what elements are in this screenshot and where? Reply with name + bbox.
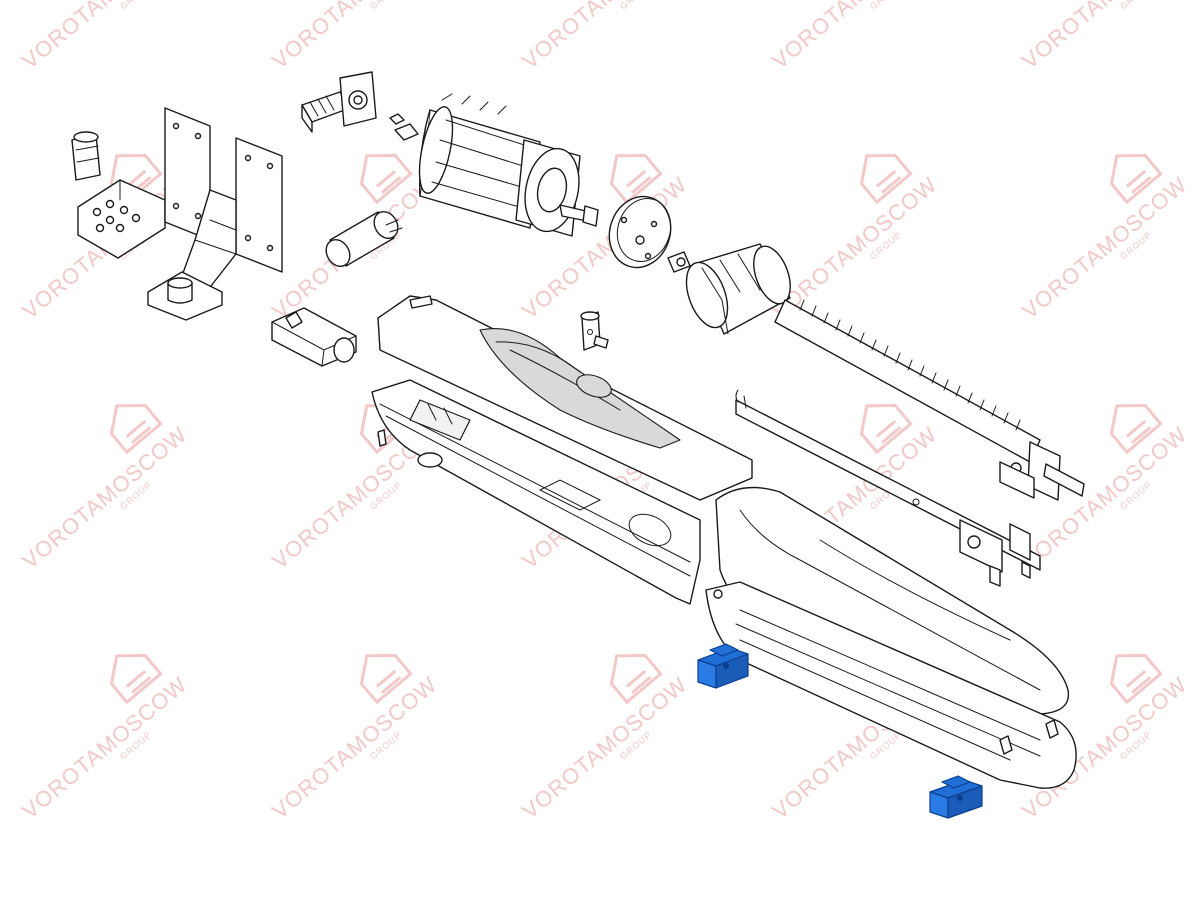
lower-housing[interactable] — [371, 379, 701, 605]
watermark-brand-text: VOROTAMOSCOW — [267, 0, 442, 74]
front-housing[interactable] — [705, 486, 1077, 789]
watermark-logo — [609, 653, 663, 705]
watermark-logo — [359, 153, 413, 205]
watermark-logo — [109, 403, 163, 455]
pin-clamp[interactable] — [271, 307, 357, 367]
watermark-sub-text: GROUP — [368, 0, 404, 12]
watermark-logo — [359, 653, 413, 705]
terminal-block[interactable] — [301, 71, 419, 141]
watermark-brand-text: VOROTAMOSCOW — [1017, 172, 1192, 324]
top-cover[interactable] — [377, 295, 753, 501]
rear-bracket[interactable] — [71, 107, 283, 321]
watermark-brand-text: VOROTAMOSCOW — [517, 672, 692, 824]
watermark-logo — [1109, 653, 1163, 705]
watermark-sub-text: GROUP — [868, 0, 904, 12]
watermark-brand-text: VOROTAMOSCOW — [1017, 0, 1192, 74]
watermark-sub-text: GROUP — [118, 0, 154, 12]
watermark-sub-text: GROUP — [1118, 0, 1154, 12]
watermark-brand-text: VOROTAMOSCOW — [1017, 422, 1192, 574]
watermark-brand-text: VOROTAMOSCOW — [17, 422, 192, 574]
gear-cover[interactable] — [600, 188, 691, 275]
limit-switch-stop-1[interactable] — [697, 643, 749, 689]
watermark-logo — [609, 153, 663, 205]
worm-screw-assembly[interactable] — [678, 241, 1085, 501]
watermark-logo — [859, 153, 913, 205]
watermark-brand-text: VOROTAMOSCOW — [767, 172, 942, 324]
limit-switch-stop-2[interactable] — [929, 775, 983, 819]
guide-rail[interactable] — [735, 389, 1041, 587]
watermark-brand-text: VOROTAMOSCOW — [267, 672, 442, 824]
watermark-brand-text: VOROTAMOSCOW — [17, 0, 192, 74]
watermark-brand-text: VOROTAMOSCOW — [17, 672, 192, 824]
watermark-logo — [1109, 403, 1163, 455]
release-key[interactable] — [580, 311, 609, 351]
watermark-logo — [859, 403, 913, 455]
watermark-logo — [109, 653, 163, 705]
watermark-brand-text: VOROTAMOSCOW — [517, 0, 692, 74]
capacitor[interactable] — [321, 207, 403, 270]
watermark-logo — [1109, 153, 1163, 205]
watermark-brand-text: VOROTAMOSCOW — [767, 0, 942, 74]
electric-motor[interactable] — [413, 93, 599, 237]
watermark-sub-text: GROUP — [618, 0, 654, 12]
